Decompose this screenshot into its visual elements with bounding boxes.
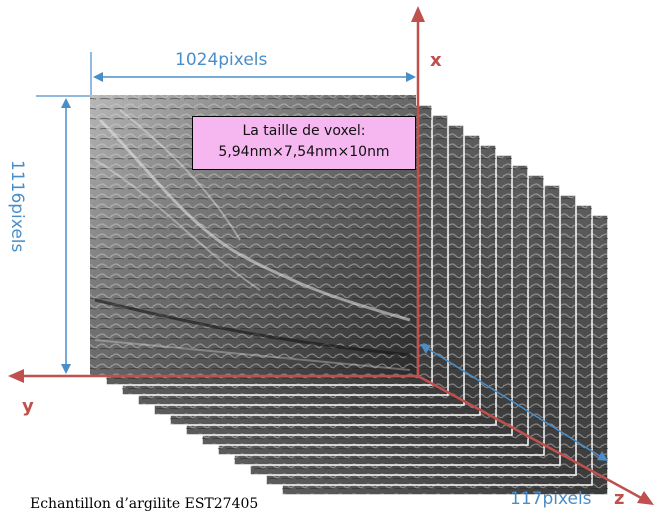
voxel-size-title: La taille de voxel: [242, 123, 366, 139]
z-axis-arrow-icon [637, 491, 654, 505]
arrowhead-down-icon [61, 364, 71, 374]
x-axis-label: x [430, 50, 442, 71]
arrowhead-left-icon [93, 72, 103, 82]
z-axis-label: z [614, 488, 624, 509]
arrowhead-depth-end-icon [597, 451, 608, 461]
x-axis-arrow-icon [411, 6, 425, 22]
axes: x y z [8, 6, 654, 509]
depth-label: 117pixels [510, 489, 592, 509]
arrowhead-up-icon [61, 98, 71, 108]
arrowhead-depth-start-icon [420, 344, 431, 354]
sample-caption: Echantillon d’argilite EST27405 [30, 496, 259, 512]
arrowhead-right-icon [406, 72, 416, 82]
y-axis-label: y [22, 396, 34, 417]
height-label: 1116pixels [7, 160, 27, 252]
y-axis-arrow-icon [8, 369, 24, 383]
voxel-size-value: 5,94nm×7,54nm×10nm [218, 144, 390, 160]
voxel-size-box: La taille de voxel: 5,94nm×7,54nm×10nm [192, 116, 416, 170]
width-label: 1024pixels [175, 50, 267, 70]
height-dimension: 1116pixels [7, 95, 90, 377]
width-dimension: 1024pixels [90, 50, 419, 95]
depth-dimension: 117pixels [420, 344, 608, 509]
